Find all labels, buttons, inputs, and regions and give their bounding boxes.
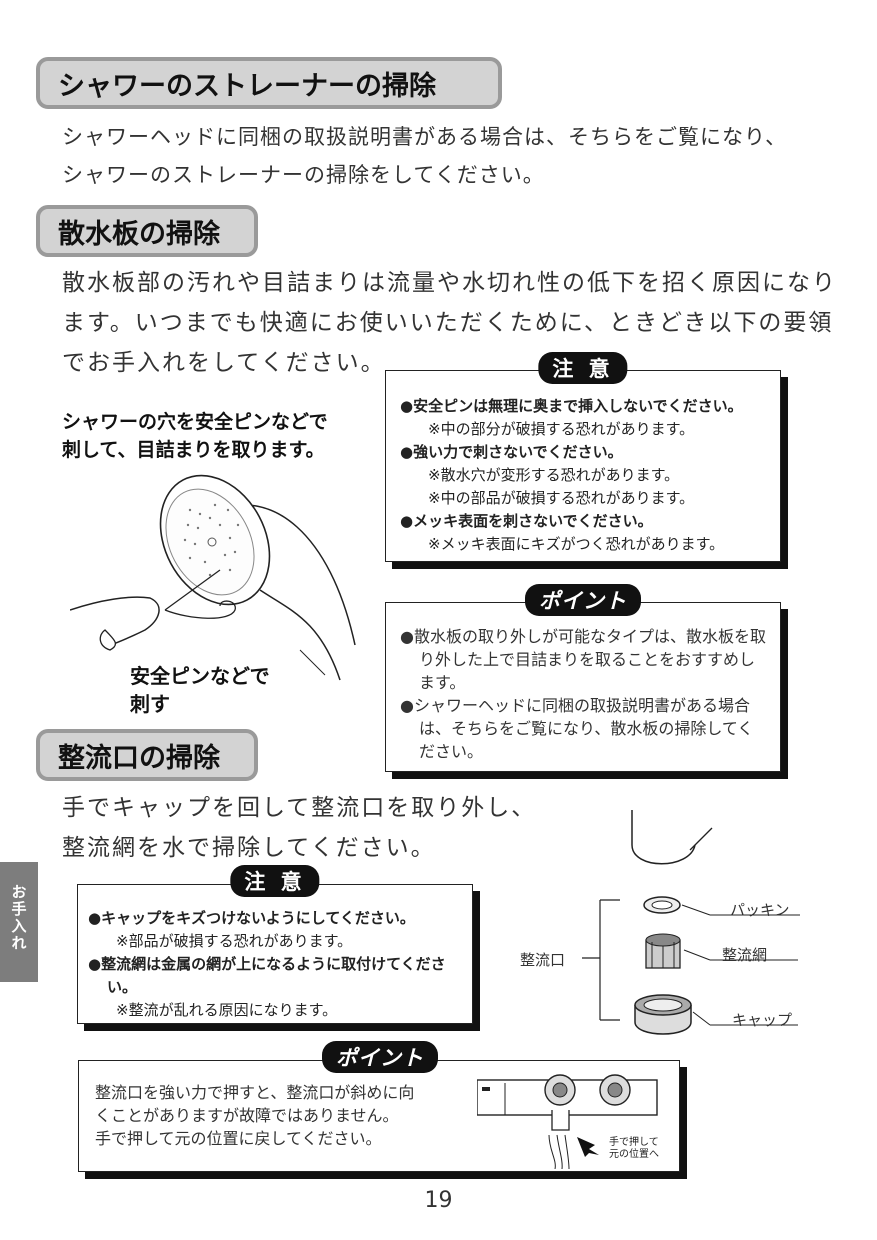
sprinkler-line: 散水板部の汚れや目詰まりは流量や水切れ性の低下を招く原因になり (62, 270, 837, 296)
figure-caption: 安全ピンなどで 刺す (130, 662, 270, 718)
caution-line: ●整流網は金属の網が上になるように取付けてください。 (88, 955, 446, 996)
sprinkler-instruction: シャワーの穴を安全ピンなどで 刺して、目詰まりを取ります。 (62, 408, 328, 464)
flow-parts-diagram (582, 810, 800, 1035)
caution-note: ※メッキ表面にキズがつく恐れがあります。 (428, 535, 725, 553)
instruction-line: 刺して、目詰まりを取ります。 (62, 439, 325, 461)
point-box-sprinkler: ●散水板の取り外しが可能なタイプは、散水板を取り外した上で目詰まりを取ることをお… (385, 602, 781, 772)
part-label-cap: キャップ (732, 1011, 793, 1029)
point-label: ポイント (525, 584, 641, 616)
part-label-mesh: 整流網 (722, 946, 768, 964)
arrow-label-line: 手で押して (609, 1137, 659, 1148)
strainer-line: シャワーのストレーナーの掃除をしてください。 (62, 163, 545, 187)
page-number: 19 (424, 1188, 453, 1213)
caution-note: ※中の部品が破損する恐れがあります。 (428, 489, 695, 507)
faucet-illustration (477, 1074, 658, 1169)
caution-list: ●安全ピンは無理に奥まで挿入しないでください。 ※中の部分が破損する恐れがありま… (400, 395, 743, 556)
caution-line: ●安全ピンは無理に奥まで挿入しないでください。 (400, 397, 743, 415)
sprinkler-paragraph: 散水板部の汚れや目詰まりは流量や水切れ性の低下を招く原因になり ます。いつまでも… (62, 263, 852, 383)
caution-box-flow: ●キャップをキズつけないようにしてください。 ※部品が破損する恐れがあります。 … (77, 884, 473, 1024)
arrow-label-line: 元の位置へ (609, 1149, 659, 1160)
point-line: 整流口を強い力で押すと、整流口が斜めに向 (95, 1083, 415, 1102)
caption-line: 安全ピンなどで (130, 664, 270, 688)
sprinkler-line: でお手入れをしてください。 (62, 350, 386, 376)
point-item: ●散水板の取り外しが可能なタイプは、散水板を取り外した上で目詰まりを取ることをお… (400, 627, 766, 692)
section-title-flow: 整流口の掃除 (36, 729, 258, 781)
shower-head-illustration (70, 474, 356, 681)
point-list: ●散水板の取り外しが可能なタイプは、散水板を取り外した上で目詰まりを取ることをお… (400, 625, 768, 763)
section-title-sprinkler: 散水板の掃除 (36, 205, 258, 257)
flow-line: 整流網を水で掃除してください。 (62, 835, 436, 861)
caution-label: 注 意 (538, 352, 628, 384)
section-title-strainer: シャワーのストレーナーの掃除 (36, 57, 502, 109)
point-line: 手で押して元の位置に戻してください。 (95, 1129, 382, 1148)
caution-note: ※部品が破損する恐れがあります。 (116, 932, 353, 950)
caution-label: 注 意 (230, 865, 320, 897)
sprinkler-line: ます。いつまでも快適にお使いいただくために、ときどき以下の要領 (62, 310, 834, 336)
caution-line: ●メッキ表面を刺さないでください。 (400, 512, 653, 530)
point-line: くことがありますが故障ではありません。 (95, 1106, 399, 1125)
point-item: ●シャワーヘッドに同梱の取扱説明書がある場合は、そちらをご覧になり、散水板の掃除… (400, 696, 754, 761)
strainer-line: シャワーヘッドに同梱の取扱説明書がある場合は、そちらをご覧になり、 (62, 125, 788, 149)
caution-note: ※中の部分が破損する恐れがあります。 (428, 420, 695, 438)
instruction-line: シャワーの穴を安全ピンなどで (62, 411, 328, 433)
flow-line: 手でキャップを回して整流口を取り外し、 (62, 795, 537, 821)
point-box-flow: 整流口を強い力で押すと、整流口が斜めに向 くことがありますが故障ではありません。… (78, 1060, 680, 1172)
part-label-group: 整流口 (520, 951, 566, 969)
point-label: ポイント (322, 1041, 438, 1073)
side-tab-maintenance[interactable]: お手入れ (0, 862, 38, 982)
arrow-label: 手で押して 元の位置へ (609, 1137, 659, 1161)
strainer-paragraph: シャワーヘッドに同梱の取扱説明書がある場合は、そちらをご覧になり、 シャワーのス… (62, 118, 852, 194)
caution-note: ※整流が乱れる原因になります。 (116, 1001, 338, 1019)
caution-note: ※散水穴が変形する恐れがあります。 (428, 466, 680, 484)
caption-line: 刺す (130, 692, 170, 716)
caution-line: ●強い力で刺さないでください。 (400, 443, 623, 461)
caution-line: ●キャップをキズつけないようにしてください。 (88, 909, 415, 927)
point-text: 整流口を強い力で押すと、整流口が斜めに向 くことがありますが故障ではありません。… (95, 1081, 414, 1150)
flow-paragraph: 手でキャップを回して整流口を取り外し、 整流網を水で掃除してください。 (62, 788, 562, 868)
caution-box-sprinkler: ●安全ピンは無理に奥まで挿入しないでください。 ※中の部分が破損する恐れがありま… (385, 370, 781, 562)
part-label-packing: パッキン (730, 901, 790, 919)
caution-list: ●キャップをキズつけないようにしてください。 ※部品が破損する恐れがあります。 … (88, 907, 466, 1022)
